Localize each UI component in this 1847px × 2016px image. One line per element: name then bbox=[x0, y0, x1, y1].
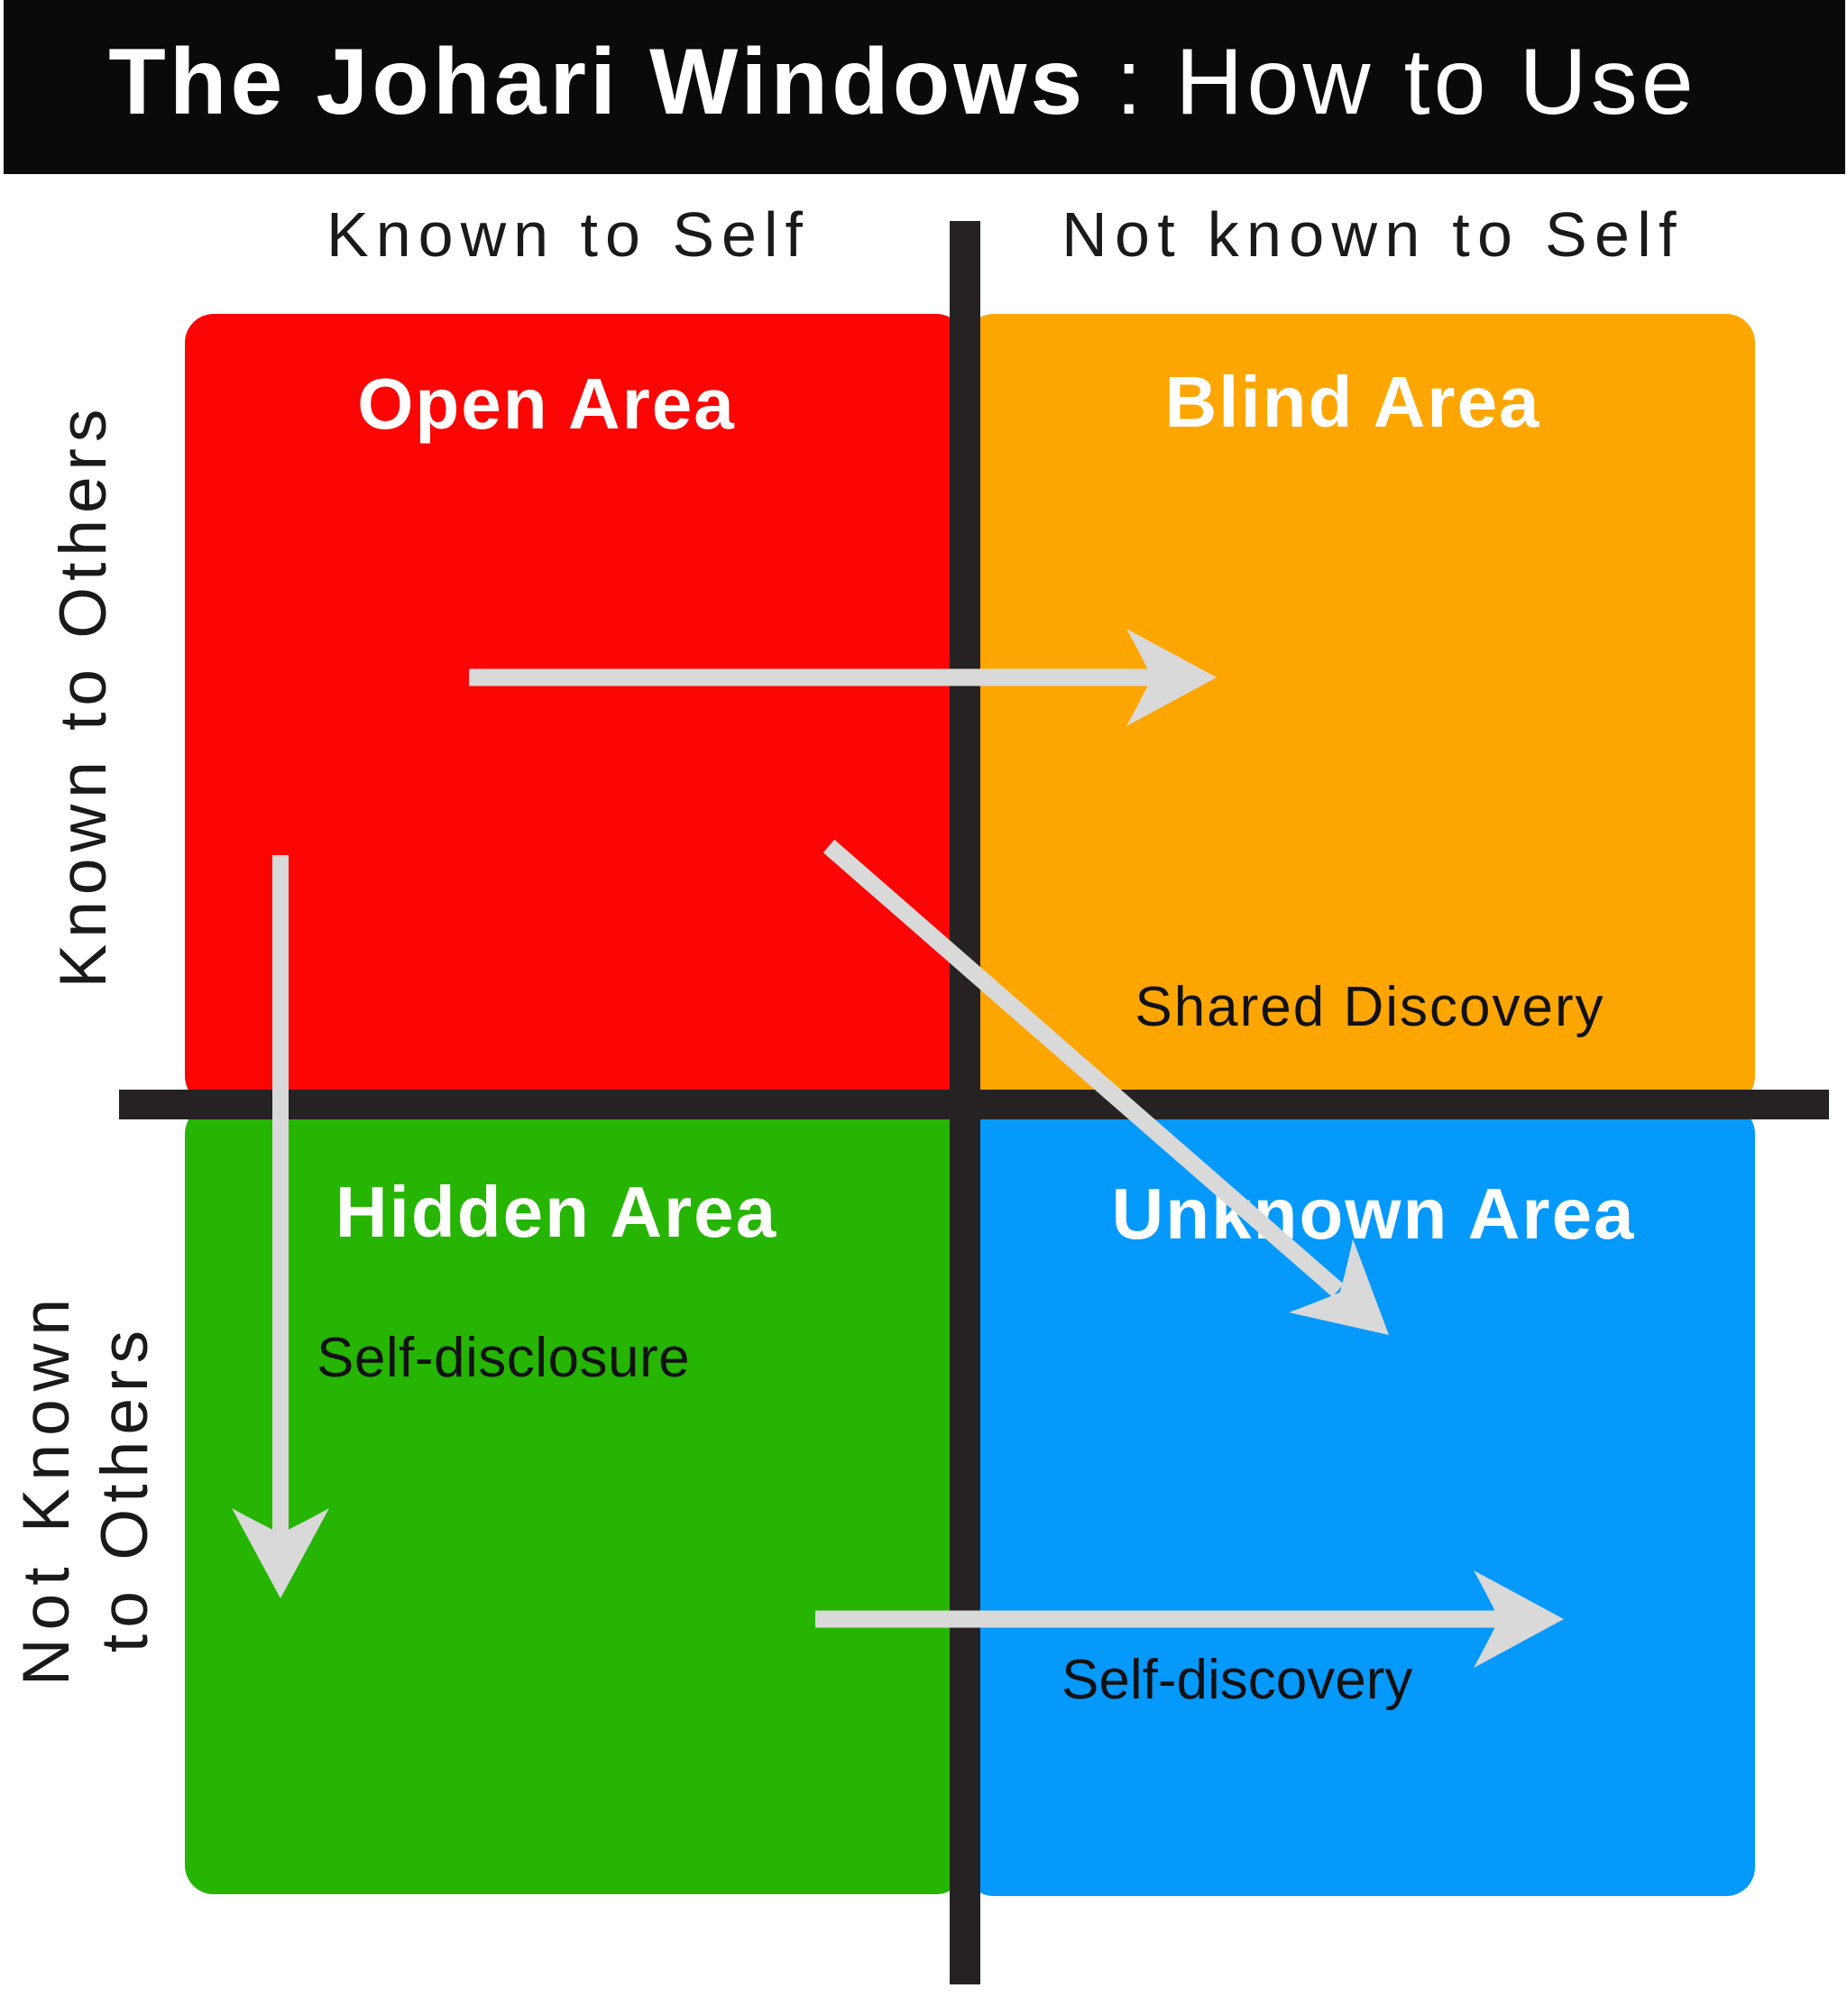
svg-text:to Others: to Others bbox=[88, 1324, 161, 1652]
svg-text:Open Area: Open Area bbox=[357, 364, 736, 444]
svg-text:Not known to Self: Not known to Self bbox=[1061, 199, 1684, 270]
svg-text:Blind Area: Blind Area bbox=[1164, 362, 1540, 442]
svg-text:Unknown Area: Unknown Area bbox=[1111, 1174, 1635, 1254]
svg-text:Shared Discovery: Shared Discovery bbox=[1135, 976, 1604, 1038]
svg-text:Self-discovery: Self-discovery bbox=[1061, 1649, 1412, 1711]
svg-text:The Johari Windows : How to Us: The Johari Windows : How to Use bbox=[108, 30, 1697, 134]
svg-text:Known to Self: Known to Self bbox=[326, 199, 810, 270]
svg-text:Not Known: Not Known bbox=[10, 1291, 83, 1686]
svg-text:Self-disclosure: Self-disclosure bbox=[317, 1327, 690, 1389]
svg-text:Known to Others: Known to Others bbox=[47, 403, 120, 989]
svg-text:Hidden Area: Hidden Area bbox=[335, 1172, 777, 1252]
